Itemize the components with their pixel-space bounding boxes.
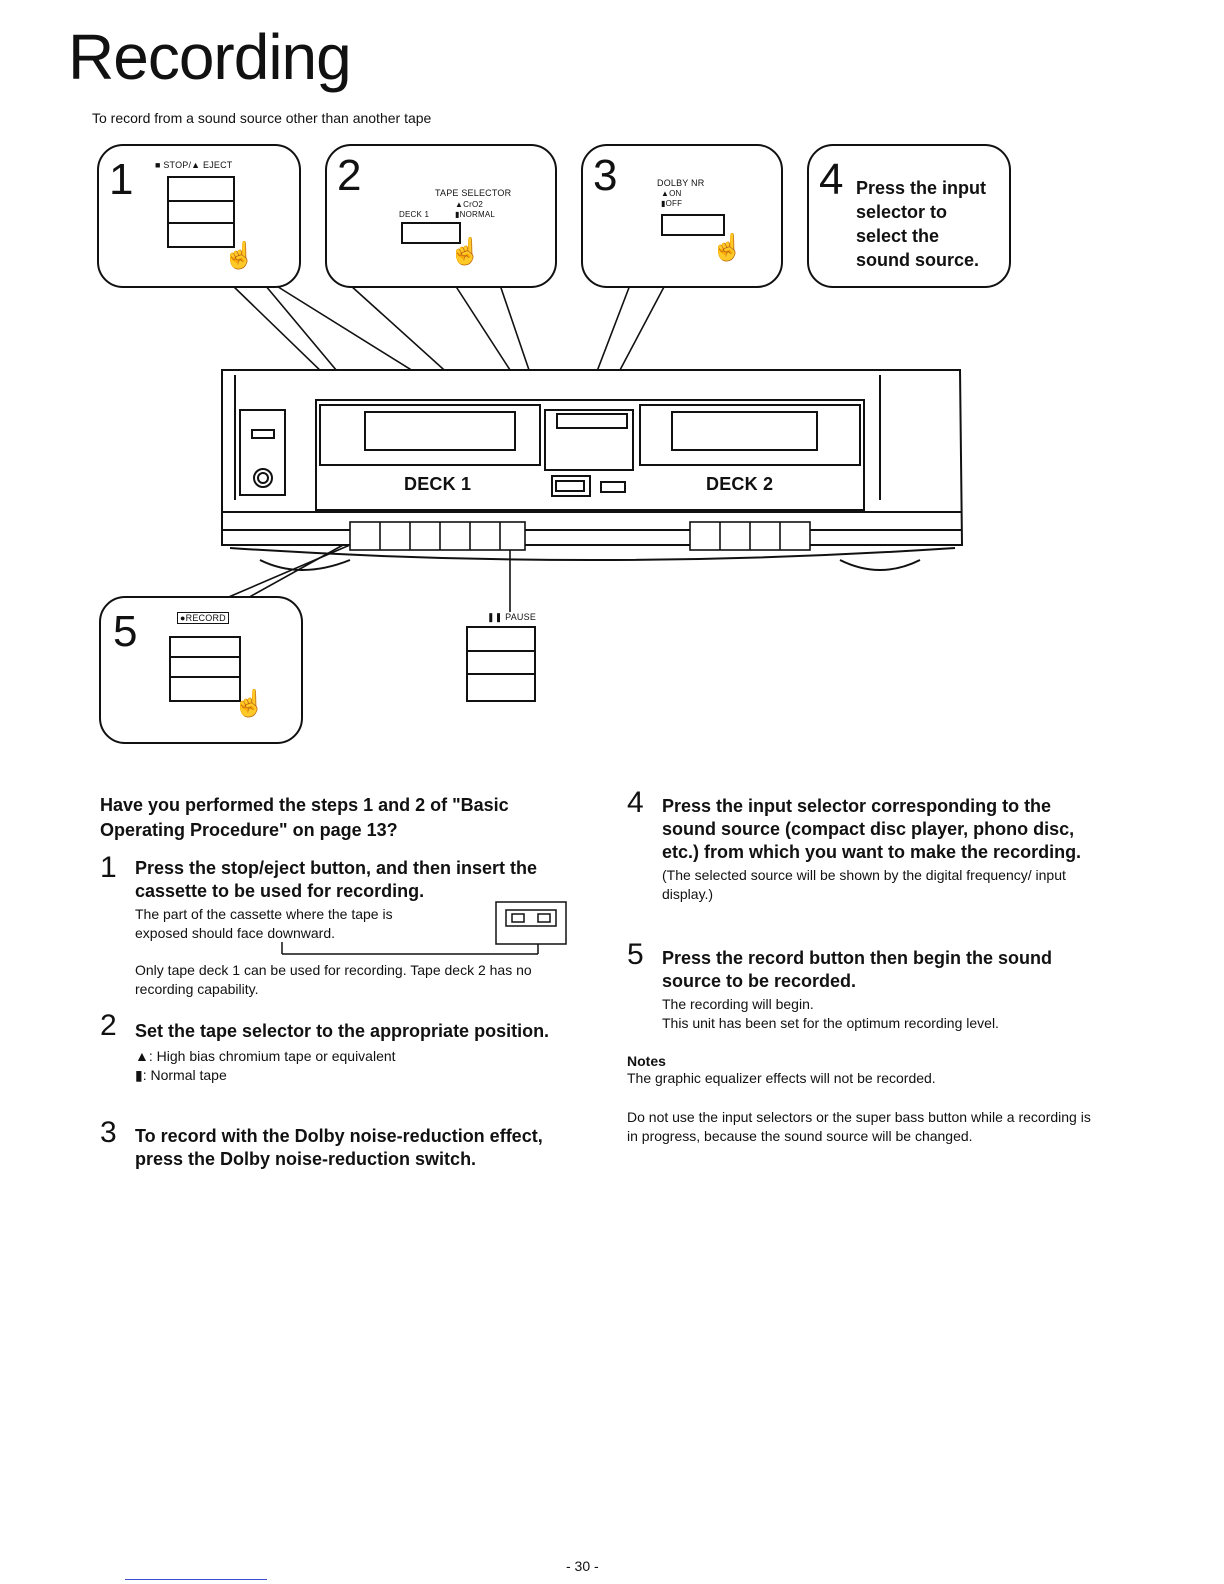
step-5-note-level: This unit has been set for the optimum r… (662, 1015, 999, 1031)
prerequisite-question: Have you performed the steps 1 and 2 of … (100, 795, 509, 840)
hand-pointer-icon: ☝ (233, 688, 266, 718)
front-buttons (349, 521, 811, 551)
step-1-heading: Press the stop/eject button, and then in… (135, 858, 538, 901)
pause-label: ❚❚ PAUSE (487, 612, 537, 622)
step-2-heading: Set the tape selector to the appropriate… (135, 1021, 550, 1041)
callout-step-5: 5 ●RECORD ☝ (99, 596, 303, 744)
callout-number: 5 (113, 607, 138, 656)
callout-number: 2 (337, 151, 362, 200)
record-label: ●RECORD (177, 612, 229, 624)
step-2-number: 2 (100, 1009, 117, 1042)
step-3-heading: To record with the Dolby noise-reduction… (135, 1126, 543, 1169)
step-2-high-bias: ▲: High bias chromium tape or equivalent (135, 1048, 396, 1064)
dolby-off-label: ▮OFF (661, 199, 683, 208)
notes-heading: Notes (627, 1053, 666, 1069)
callout-number: 4 (819, 155, 844, 204)
deck2-label: DECK 2 (706, 474, 774, 494)
callout-step-4: 4 Press the input selector to select the… (807, 144, 1011, 288)
left-column: Have you performed the steps 1 and 2 of … (100, 793, 582, 843)
step-2: Set the tape selector to the appropriate… (135, 1020, 580, 1085)
callout-step-1: 1 ■ STOP/▲ EJECT ☝ (97, 144, 301, 288)
notes-input-selectors: Do not use the input selectors or the su… (627, 1109, 1091, 1144)
step-3-number: 3 (100, 1116, 117, 1149)
step-5: Press the record button then begin the s… (662, 947, 1104, 1033)
callout-step-3: 3 DOLBY NR ▲ON ▮OFF ☝ (581, 144, 783, 288)
step-4-note: (The selected source will be shown by th… (662, 867, 1066, 902)
notes-section: Notes The graphic equalizer effects will… (627, 1053, 1105, 1146)
step-3: To record with the Dolby noise-reduction… (135, 1125, 580, 1171)
step-1-note-tape: The part of the cassette where the tape … (135, 906, 393, 941)
step-1-note-deck: Only tape deck 1 can be used for recordi… (135, 962, 532, 997)
step-5-heading: Press the record button then begin the s… (662, 948, 1053, 991)
deck1-label: DECK 1 (404, 474, 472, 494)
callout-4-text: Press the input selector to select the s… (856, 178, 987, 270)
dolby-on-label: ▲ON (661, 189, 682, 198)
tape-selector-button[interactable] (401, 222, 461, 244)
pause-button[interactable] (466, 626, 536, 702)
hand-pointer-icon: ☝ (223, 240, 256, 270)
notes-equalizer: The graphic equalizer effects will not b… (627, 1070, 936, 1086)
page-title: Recording (68, 21, 352, 93)
stop-eject-button[interactable] (167, 176, 235, 248)
dolby-nr-label: DOLBY NR (657, 178, 705, 188)
stereo-deck-illustration (209, 284, 964, 612)
step-1-number: 1 (100, 851, 117, 884)
step-5-number: 5 (627, 938, 644, 971)
step-1: Press the stop/eject button, and then in… (135, 857, 580, 999)
step-4-number: 4 (627, 786, 644, 819)
step-4: Press the input selector corresponding t… (662, 795, 1104, 904)
hand-pointer-icon: ☝ (711, 232, 744, 262)
deck-body (221, 369, 964, 571)
callout-number: 3 (593, 151, 618, 200)
cro2-label: ▲CrO2 (455, 200, 484, 209)
normal-label: ▮NORMAL (455, 210, 496, 219)
record-button[interactable] (169, 636, 241, 702)
step-5-note-begin: The recording will begin. (662, 996, 814, 1012)
dolby-nr-switch[interactable] (661, 214, 725, 236)
cassette-icon (281, 901, 567, 955)
footer-link-line (125, 1579, 267, 1580)
deck1-small-label: DECK 1 (399, 210, 430, 219)
callout-number: 1 (109, 155, 134, 204)
stop-eject-label: ■ STOP/▲ EJECT (155, 160, 233, 170)
page-subtitle: To record from a sound source other than… (92, 110, 432, 126)
step-4-heading: Press the input selector corresponding t… (662, 796, 1082, 862)
hand-pointer-icon: ☝ (449, 236, 482, 266)
tape-selector-label: TAPE SELECTOR (435, 188, 512, 198)
page-number: - 30 - (566, 1558, 599, 1574)
step-2-normal: ▮: Normal tape (135, 1067, 227, 1083)
callout-step-2: 2 TAPE SELECTOR ▲CrO2 DECK 1 ▮NORMAL ☝ (325, 144, 557, 288)
